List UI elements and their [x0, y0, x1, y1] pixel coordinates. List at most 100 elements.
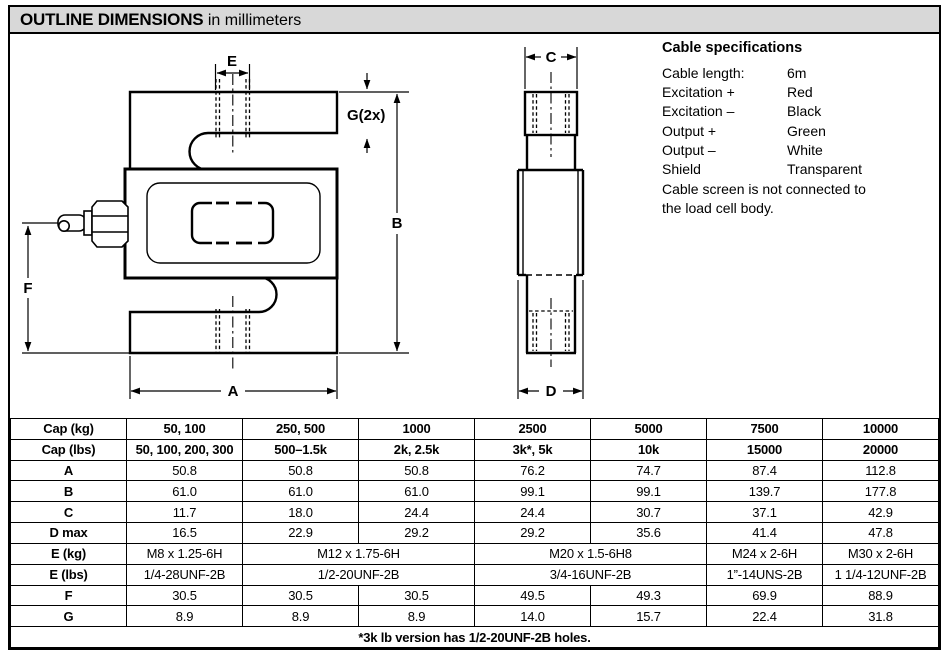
dim-label-d: D: [546, 383, 557, 400]
value-cell: 50.8: [126, 459, 243, 482]
value-cell: 47.8: [822, 522, 939, 544]
value-cell: 50, 100: [126, 418, 243, 440]
dim-g: G(2x): [339, 73, 409, 153]
value-cell: 35.6: [590, 522, 707, 544]
value-cell: 29.2: [358, 522, 475, 544]
spec-label: Shield: [662, 161, 701, 178]
value-cell: 30.5: [126, 584, 243, 607]
value-cell: 16.5: [126, 522, 243, 544]
value-cell: 2500: [474, 418, 591, 440]
value-cell: 24.4: [474, 501, 591, 524]
value-cell: 5000: [590, 418, 707, 440]
value-cell: 250, 500: [242, 418, 359, 440]
value-cell: 87.4: [706, 459, 823, 482]
value-cell: 8.9: [126, 605, 243, 628]
spec-value: White: [787, 141, 823, 158]
spec-value: Black: [787, 103, 822, 120]
value-cell: M24 x 2-6H: [706, 542, 823, 565]
value-cell: 22.9: [242, 522, 359, 544]
value-cell: 20000: [822, 438, 939, 461]
cable-spec-row: Shield Transparent: [662, 160, 888, 179]
value-cell: 10000: [822, 418, 939, 440]
value-cell: 61.0: [242, 480, 359, 503]
value-cell: 10k: [590, 438, 707, 461]
value-cell: 18.0: [242, 501, 359, 524]
spec-label: Excitation –: [662, 103, 735, 120]
spec-value: Transparent: [787, 161, 862, 178]
center-hole: [190, 201, 275, 245]
top-thread-lines: [215, 74, 251, 156]
page-frame: OUTLINE DIMENSIONS in millimeters: [8, 5, 941, 650]
value-cell: 11.7: [126, 501, 243, 524]
value-cell: 49.5: [474, 584, 591, 607]
spec-value: Red: [787, 84, 813, 101]
outline-drawing-area: E G(2x) B: [10, 34, 939, 418]
value-cell: 99.1: [590, 480, 707, 503]
spec-label: Cable length:: [662, 65, 745, 81]
value-cell: 49.3: [590, 584, 707, 607]
value-cell: 37.1: [706, 501, 823, 524]
table-footnote-cell: *3k lb version has 1/2-20UNF-2B holes.: [10, 626, 939, 648]
value-cell: M8 x 1.25-6H: [126, 542, 243, 565]
value-cell: M30 x 2-6H: [822, 542, 939, 565]
row-header-cell: E (kg): [10, 542, 127, 565]
value-cell: 88.9: [822, 584, 939, 607]
cable-spec-row: Excitation + Red: [662, 83, 888, 102]
row-header-cell: D max: [10, 522, 127, 544]
cable-spec-row: Excitation – Black: [662, 102, 888, 121]
page-title: OUTLINE DIMENSIONS: [20, 10, 204, 29]
value-cell: 50.8: [358, 459, 475, 482]
dim-b: B: [339, 93, 409, 354]
value-cell: 1000: [358, 418, 475, 440]
cable-specs-note: Cable screen is not connected to the loa…: [662, 181, 866, 217]
dim-label-c: C: [546, 49, 557, 66]
row-header-cell: Cap (kg): [10, 418, 127, 440]
front-view: E G(2x) B: [22, 53, 409, 400]
value-cell: 22.4: [706, 605, 823, 628]
value-cell: 1/2-20UNF-2B: [242, 563, 475, 586]
outline-drawing: E G(2x) B: [22, 47, 585, 400]
value-cell: 8.9: [358, 605, 475, 628]
value-cell: 139.7: [706, 480, 823, 503]
dim-d: D: [517, 280, 584, 400]
value-cell: 15000: [706, 438, 823, 461]
cable-spec-row: Output + Green: [662, 122, 888, 141]
value-cell: 41.4: [706, 522, 823, 544]
row-header-cell: G: [10, 605, 127, 628]
value-cell: 14.0: [474, 605, 591, 628]
cable-connector: [22, 200, 129, 248]
value-cell: 29.2: [474, 522, 591, 544]
value-cell: 50.8: [242, 459, 359, 482]
value-cell: 24.4: [358, 501, 475, 524]
value-cell: 7500: [706, 418, 823, 440]
value-cell: 61.0: [126, 480, 243, 503]
dim-a: A: [129, 356, 338, 400]
cable-end: [57, 220, 70, 233]
value-cell: 99.1: [474, 480, 591, 503]
bottom-thread-lines: [215, 296, 251, 370]
cable-spec-row: Cable length: 6m: [662, 64, 888, 83]
row-header-cell: Cap (lbs): [10, 438, 127, 461]
value-cell: 112.8: [822, 459, 939, 482]
value-cell: 3/4-16UNF-2B: [474, 563, 707, 586]
dim-label-e: E: [227, 53, 237, 70]
row-header-cell: A: [10, 459, 127, 482]
value-cell: 177.8: [822, 480, 939, 503]
dim-label-b: B: [392, 215, 403, 232]
spec-label: Excitation +: [662, 84, 735, 101]
value-cell: 15.7: [590, 605, 707, 628]
value-cell: 76.2: [474, 459, 591, 482]
value-cell: M20 x 1.5-6H8: [474, 542, 707, 565]
spec-label: Output –: [662, 141, 716, 158]
value-cell: 42.9: [822, 501, 939, 524]
body-block: [518, 170, 583, 275]
value-cell: 1 1/4-12UNF-2B: [822, 563, 939, 586]
value-cell: 61.0: [358, 480, 475, 503]
value-cell: 30.5: [358, 584, 475, 607]
value-cell: 74.7: [590, 459, 707, 482]
dim-c: C: [524, 47, 578, 89]
middle-block-inner-outline: [146, 182, 321, 264]
section-title-bar: OUTLINE DIMENSIONS in millimeters: [10, 7, 939, 34]
